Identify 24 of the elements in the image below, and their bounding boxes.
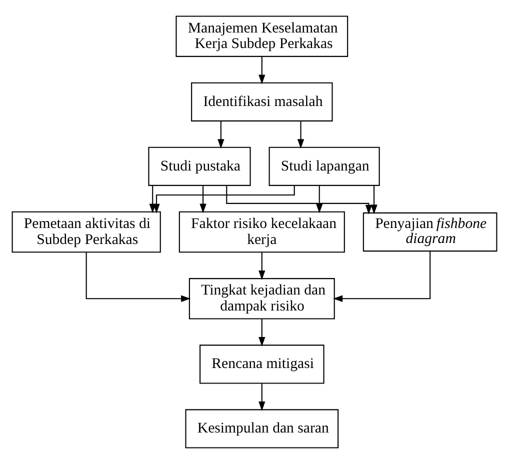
node-box: Studi pustaka	[148, 146, 251, 186]
node-box: Rencana mitigasi	[200, 344, 324, 384]
node-box: Penyajian fishbone diagram	[362, 212, 498, 252]
arrow	[258, 383, 266, 410]
node-box: Faktor risiko kecelakaan kerja	[178, 210, 345, 252]
arrow	[258, 56, 266, 84]
node-box: Studi lapangan	[268, 146, 380, 186]
arrow	[86, 252, 191, 302]
node-box: Pemetaan aktivitas di Subdep Perkakas	[12, 210, 161, 252]
arrow	[218, 120, 224, 148]
arrow	[316, 185, 323, 213]
node-box: Manajemen Keselamatan Kerja Subdep Perkakas	[176, 15, 348, 56]
node-box: Tingkat kejadian dan dampak risiko	[188, 278, 335, 319]
arrow	[370, 185, 378, 214]
arrow	[258, 318, 266, 346]
arrow	[258, 252, 266, 280]
arrow	[297, 120, 304, 148]
node-box: Identifikasi masalah	[191, 82, 333, 121]
arrow	[226, 185, 372, 214]
arrow	[333, 250, 431, 302]
arrow	[200, 185, 206, 213]
node-box: Kesimpulan dan saran	[185, 408, 339, 448]
arrow	[149, 185, 156, 213]
arrow	[153, 185, 295, 213]
